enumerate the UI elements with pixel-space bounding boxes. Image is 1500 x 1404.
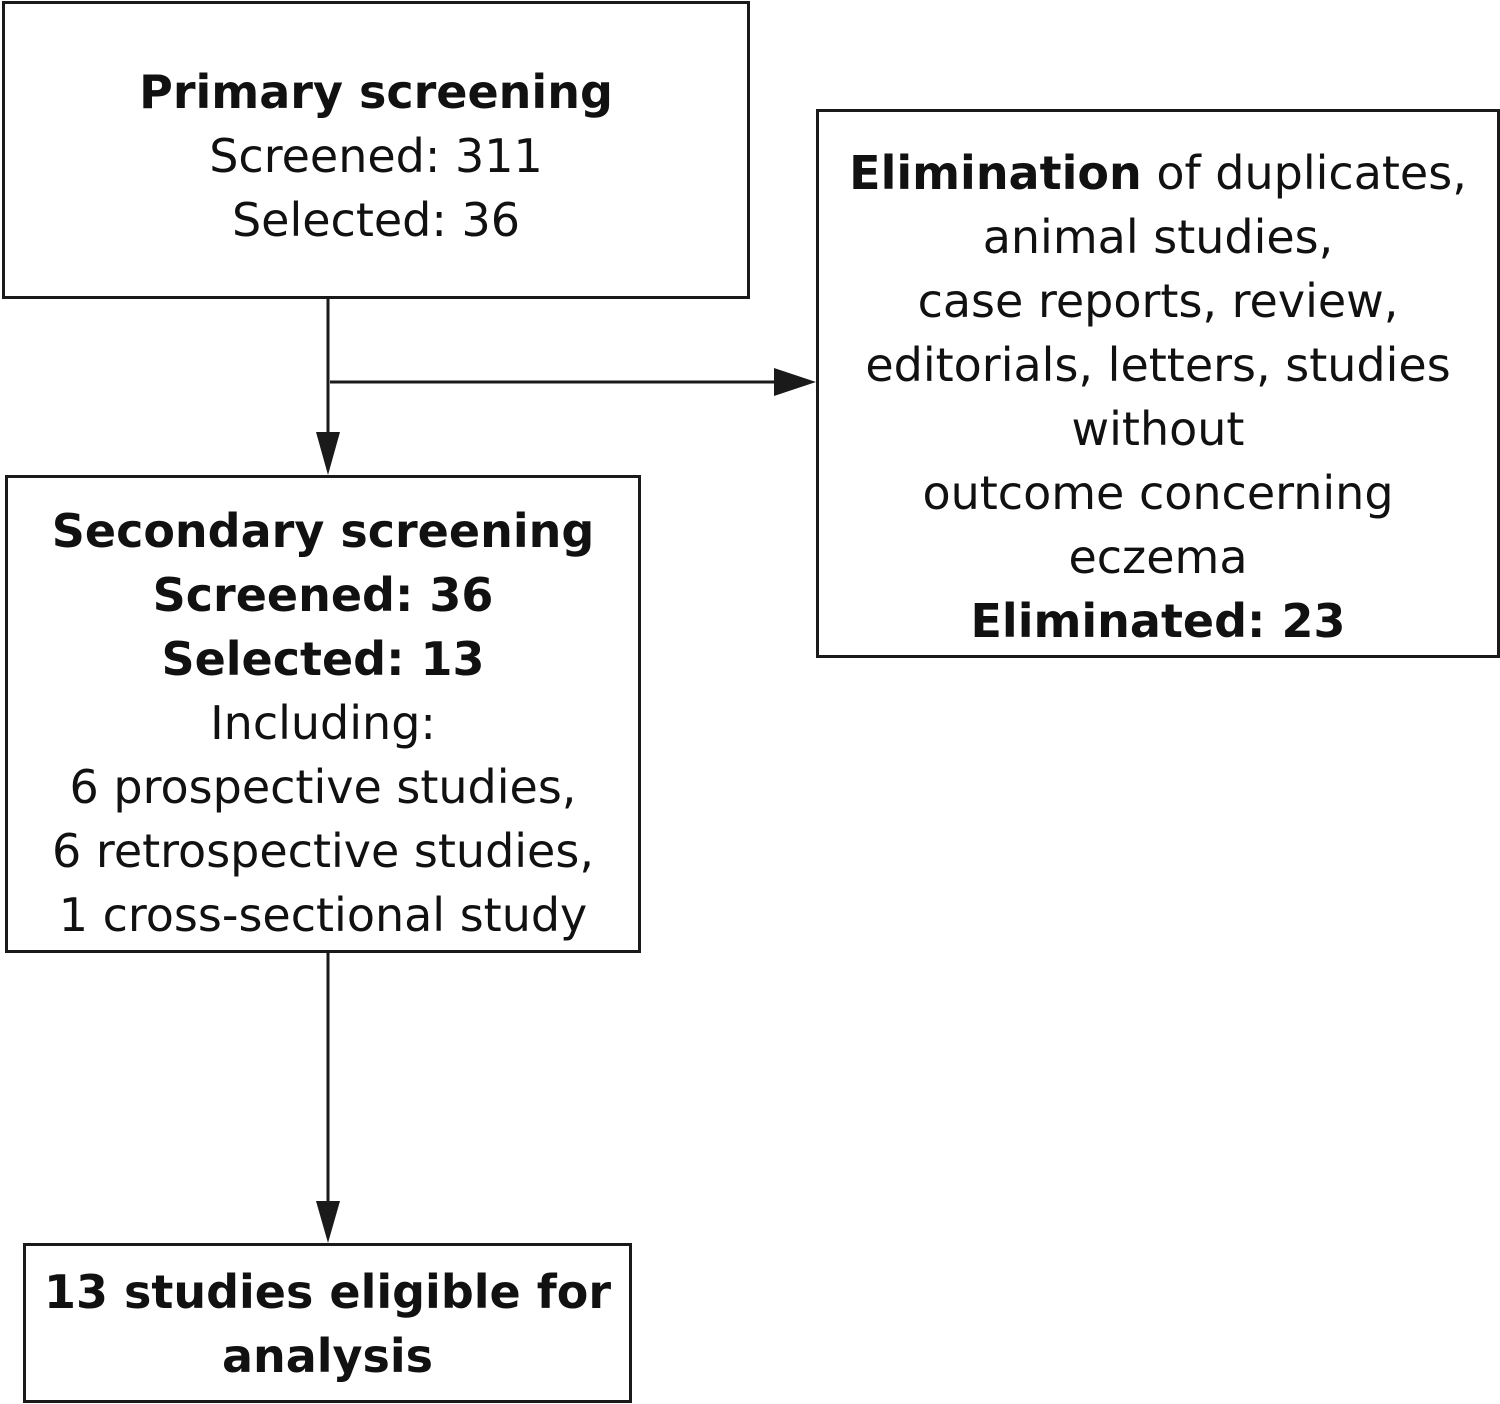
secondary-screening-box: Secondary screening Screened: 36 Selecte… (5, 475, 641, 953)
arrowhead-to-final (316, 1201, 340, 1243)
eligible-line-2: analysis (221, 1329, 434, 1383)
primary-screening-title: Primary screening (139, 65, 613, 119)
elimination-line-6: outcome concerning (922, 466, 1394, 520)
elimination-line-3: case reports, review, (917, 274, 1399, 328)
elimination-line-7: eczema (1068, 530, 1248, 584)
elimination-line-1-rest: of duplicates, (1141, 146, 1467, 200)
secondary-screening-title: Secondary screening (51, 504, 595, 558)
primary-selected-count: Selected: 36 (231, 193, 521, 247)
secondary-selected-count: Selected: 13 (161, 632, 485, 686)
secondary-including-label: Including: (210, 696, 436, 750)
elimination-line-5: without (1071, 402, 1245, 456)
elimination-lead: Elimination (849, 146, 1142, 200)
secondary-item-retrospective: 6 retrospective studies, (52, 824, 594, 878)
primary-screening-box: Primary screening Screened: 311 Selected… (2, 1, 750, 299)
eliminated-count: Eliminated: 23 (970, 594, 1346, 648)
primary-screened-count: Screened: 311 (209, 129, 543, 183)
arrowhead-to-secondary (316, 432, 340, 475)
secondary-item-prospective: 6 prospective studies, (69, 760, 577, 814)
arrowhead-to-elimination (774, 368, 816, 396)
elimination-box: Elimination of duplicates, animal studie… (816, 109, 1500, 658)
elimination-line-1: Elimination of duplicates, (849, 141, 1467, 205)
secondary-screened-count: Screened: 36 (152, 568, 494, 622)
secondary-item-cross-sectional: 1 cross-sectional study (58, 888, 588, 942)
elimination-line-4: editorials, letters, studies (865, 338, 1451, 392)
elimination-line-2: animal studies, (982, 210, 1334, 264)
eligible-studies-box: 13 studies eligible for analysis (23, 1243, 632, 1403)
eligible-line-1: 13 studies eligible for (43, 1265, 612, 1319)
